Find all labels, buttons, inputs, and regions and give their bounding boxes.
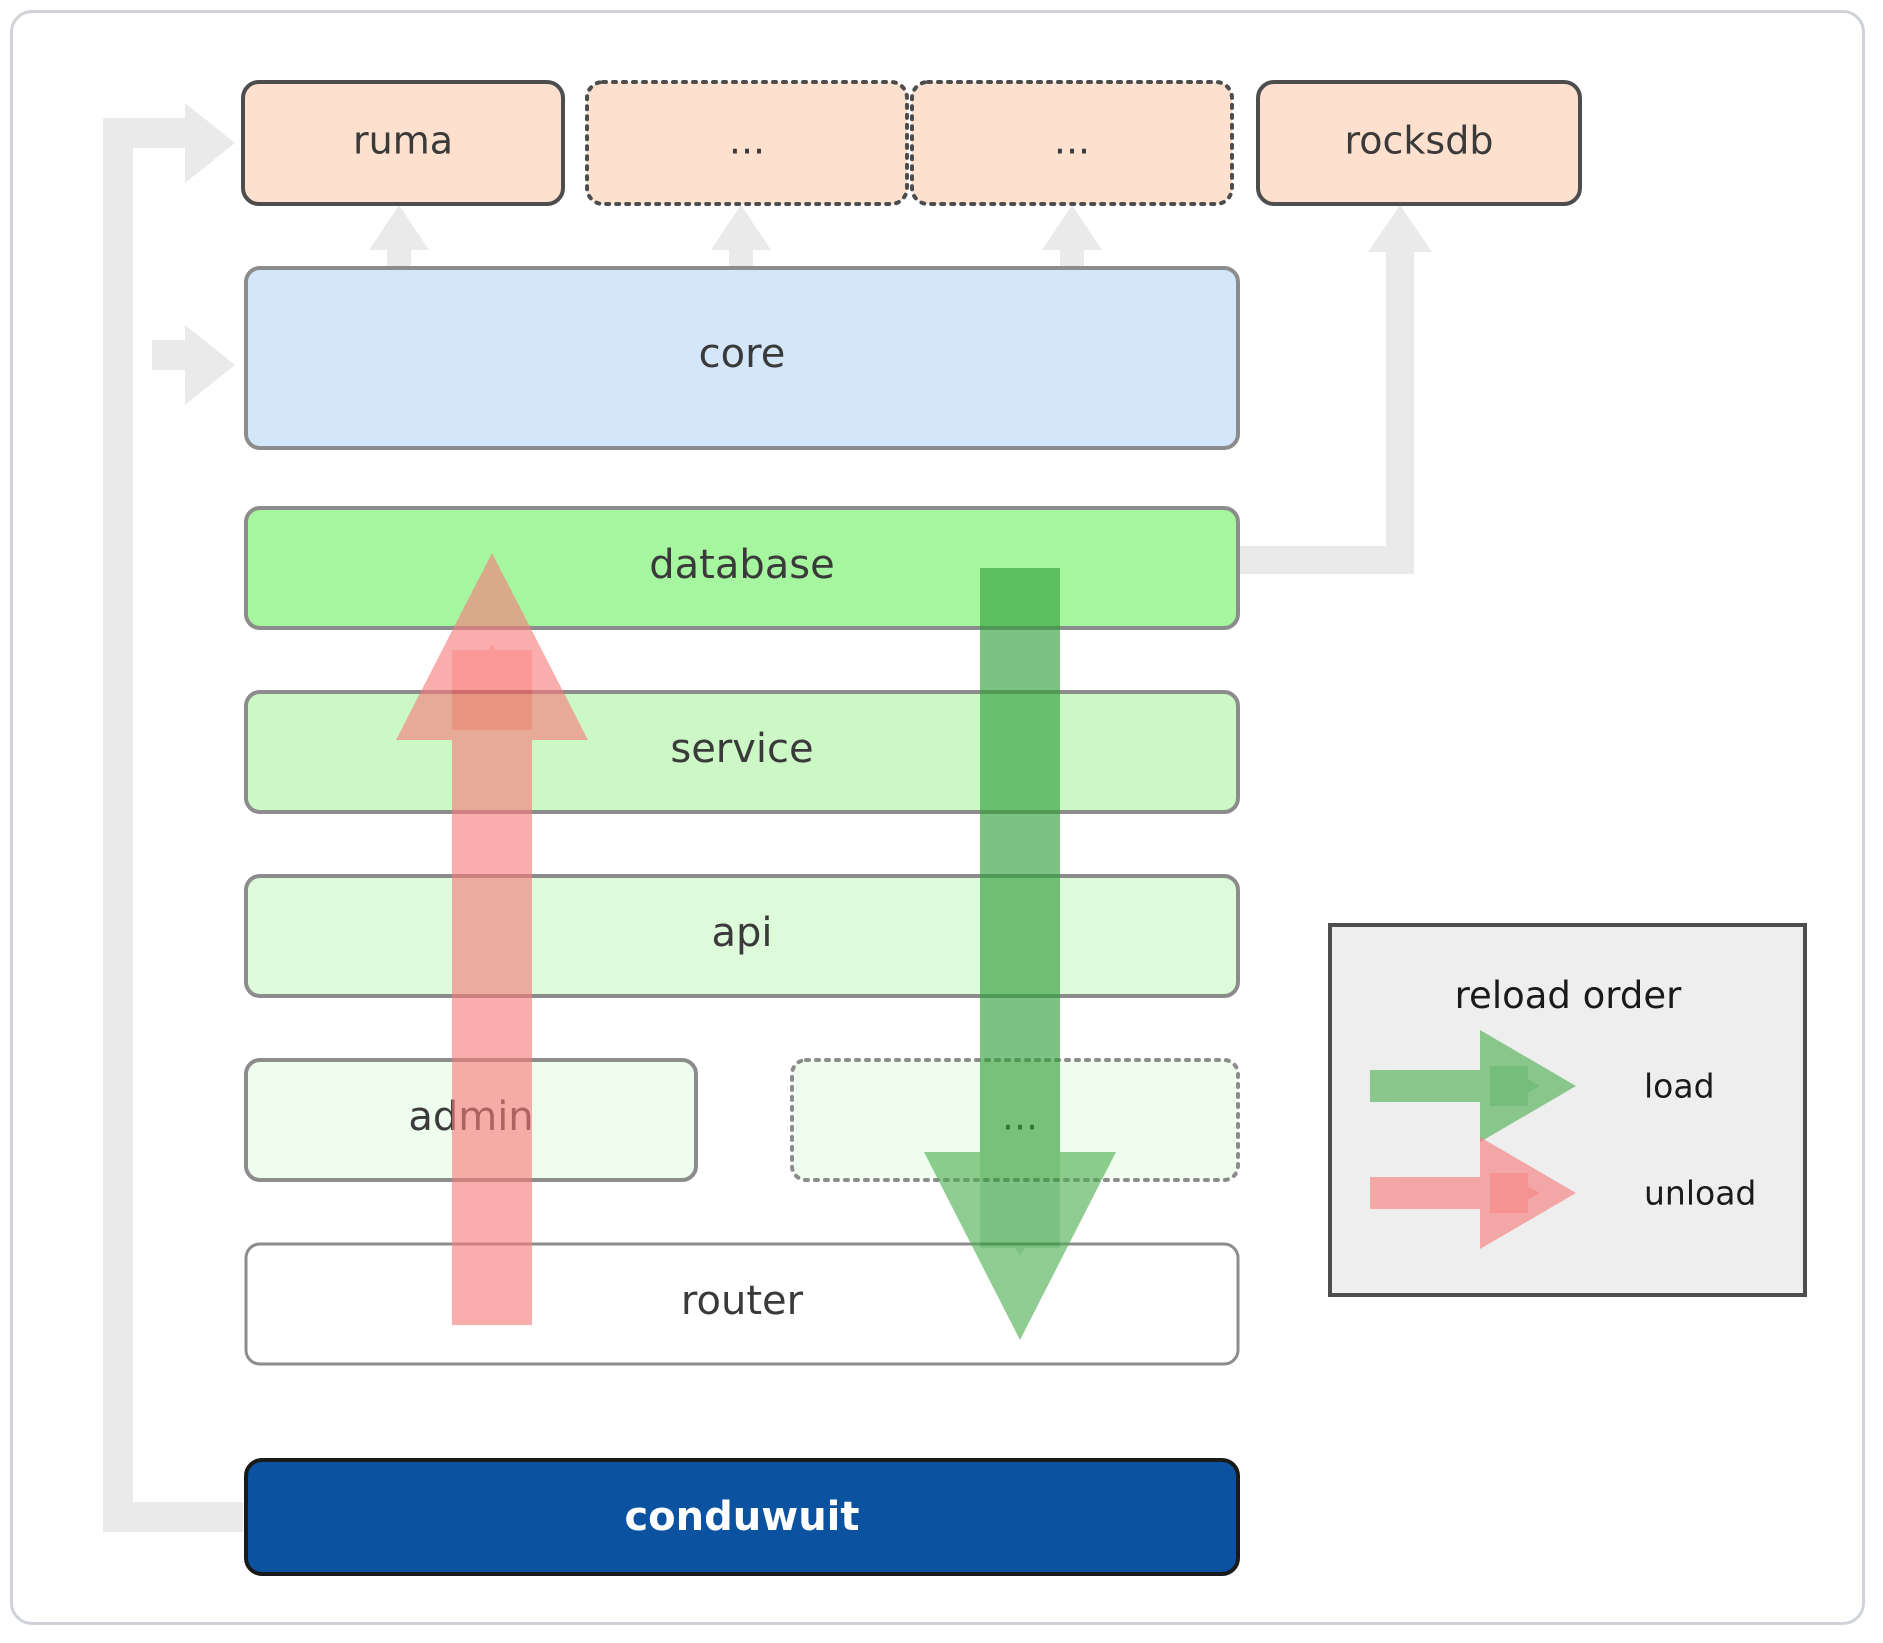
legend-unload-core-tip <box>1518 1181 1540 1205</box>
layer-service[interactable]: service <box>244 690 1240 814</box>
box-rocksdb[interactable]: rocksdb <box>1256 80 1582 206</box>
layer-database-label: database <box>649 542 834 588</box>
load-arrow-core <box>980 568 1060 1248</box>
legend-load-core-tip <box>1518 1074 1540 1098</box>
unload-arrow-shaft <box>452 660 532 1325</box>
box-ellipsis1[interactable]: ... <box>585 80 909 206</box>
layer-core[interactable]: core <box>244 266 1240 450</box>
layer-service-label: service <box>670 726 813 772</box>
load-flow-arrow <box>924 568 1116 1340</box>
layer-router[interactable]: router <box>244 1242 1240 1366</box>
root-conduwuit-label: conduwuit <box>624 1494 859 1540</box>
legend-load-entry: load <box>1370 1030 1715 1142</box>
unload-flow-arrow <box>396 553 588 1325</box>
legend-title: reload order <box>1455 974 1682 1017</box>
legend-unload-label: unload <box>1644 1174 1756 1213</box>
box-ruma-label: ruma <box>353 119 453 163</box>
block-arrow-up-icon <box>1042 205 1102 250</box>
block-arrow-right-icon <box>185 325 235 405</box>
box-ellipsis2-label: ... <box>1054 119 1090 163</box>
block-arrow-up-icon <box>1368 205 1432 252</box>
layer-core-label: core <box>699 331 786 377</box>
root-conduwuit[interactable]: conduwuit <box>244 1458 1240 1576</box>
legend: reload order load unloa <box>1328 923 1807 1297</box>
top-row-group: ruma ... ... rocksdb <box>241 80 1582 206</box>
layer-router-label: router <box>681 1278 804 1324</box>
connector-database-to-rocksdb <box>1222 205 1432 574</box>
connector-conduwuit-to-ruma <box>103 103 243 1532</box>
box-ellipsis1-label: ... <box>729 119 765 163</box>
layer-api[interactable]: api <box>244 874 1240 998</box>
box-ellipsis2[interactable]: ... <box>910 80 1234 206</box>
block-arrow-up-icon <box>369 205 429 250</box>
legend-unload-entry: unload <box>1370 1137 1756 1249</box>
box-rocksdb-label: rocksdb <box>1345 119 1494 163</box>
connector-conduwuit-to-core <box>152 325 235 405</box>
layer-database[interactable]: database <box>244 506 1240 630</box>
load-arrow-core-tip <box>1006 1232 1034 1256</box>
legend-load-label: load <box>1644 1067 1715 1106</box>
block-arrow-up-icon <box>711 205 771 250</box>
unload-arrow-core-tip <box>478 644 506 668</box>
box-ruma[interactable]: ruma <box>241 80 565 206</box>
block-arrow-right-icon <box>185 103 235 183</box>
layer-api-label: api <box>711 910 772 956</box>
